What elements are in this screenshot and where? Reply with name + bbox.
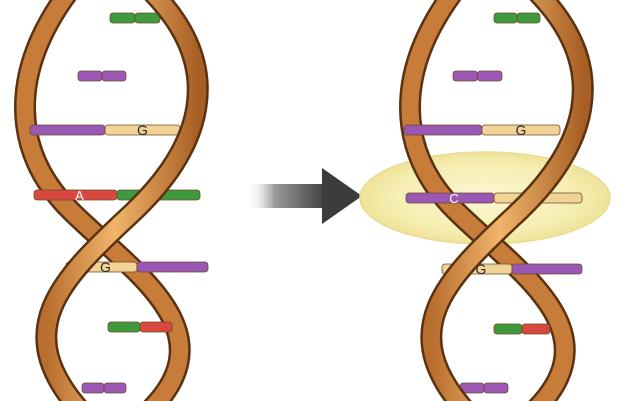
nucleotide-c (404, 125, 482, 135)
nucleotide-t (494, 13, 517, 23)
nucleotide-c (78, 71, 102, 81)
nucleotide-a (522, 324, 550, 334)
nucleotide-c (82, 383, 104, 393)
nucleotide-c (104, 383, 126, 393)
nucleotide-a (140, 322, 172, 332)
nucleotide-c (137, 262, 208, 272)
nucleotide-t (110, 13, 135, 23)
nucleotide-t (494, 324, 522, 334)
nucleotide-c (30, 125, 105, 135)
nucleotide-t (108, 322, 140, 332)
base-letter: G (100, 259, 111, 275)
nucleotide-g (517, 13, 540, 23)
base-letter: G (516, 122, 527, 138)
nucleotide-c (512, 264, 582, 274)
nucleotide-c (102, 71, 126, 81)
base-letter: A (75, 188, 84, 203)
base-letter: C (449, 191, 458, 206)
nucleotide-c (484, 383, 508, 393)
nucleotide-c (453, 71, 478, 81)
nucleotide-c (478, 71, 503, 81)
nucleotide-g (135, 13, 160, 23)
transition-arrow-icon (246, 168, 362, 224)
base-letter: G (137, 122, 148, 138)
